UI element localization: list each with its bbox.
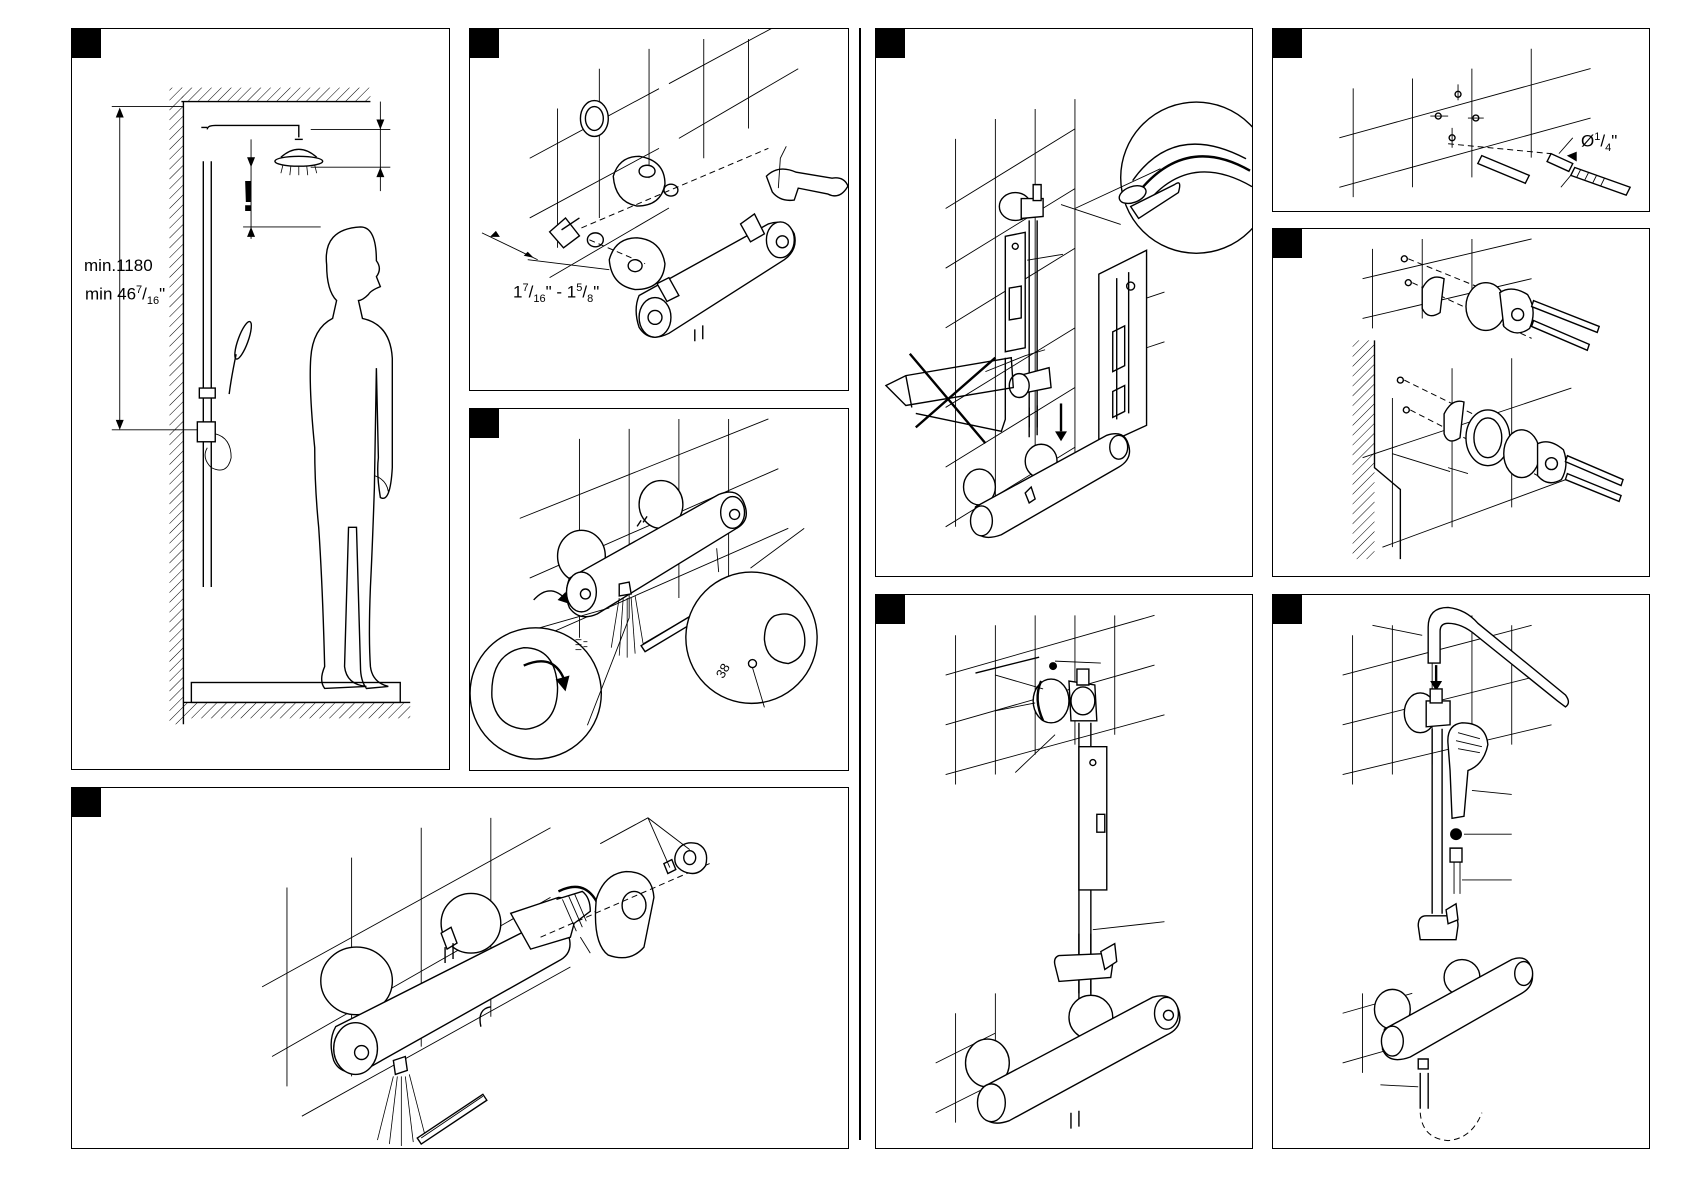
height-dimension-imperial: min 467/16" — [85, 280, 165, 311]
connection-spacing-dimension: 17/16" - 15/8" — [513, 278, 599, 309]
shower-height-diagram — [72, 29, 449, 769]
eccentric-fittings-diagram — [470, 29, 848, 390]
drilling-diagram — [1273, 29, 1649, 211]
temperature-adjust-diagram — [470, 409, 848, 770]
panel-final-assembly — [1272, 594, 1650, 1149]
panel-temperature-adjust: 38 — [469, 408, 849, 771]
wall-anchoring-diagram — [1273, 229, 1649, 576]
panel-wall-anchoring — [1272, 228, 1650, 577]
page-divider — [859, 28, 861, 1140]
height-dimension-metric: min.1180 — [84, 256, 153, 276]
panel-drilling: Ø1/4" — [1272, 28, 1650, 212]
final-assembly-diagram — [1273, 595, 1649, 1148]
handle-assembly-diagram — [72, 788, 848, 1148]
panel-installation-height: min.1180 min 467/16" ! — [71, 28, 450, 770]
panel-handle-assembly — [71, 787, 849, 1149]
rail-mounting-diagram — [876, 29, 1252, 576]
rail-bracket-diagram — [876, 595, 1252, 1148]
panel-rail-mounting — [875, 28, 1253, 577]
warning-mark: ! — [241, 175, 256, 219]
drill-size-label: Ø1/4" — [1581, 127, 1617, 158]
panel-eccentric-connections: 17/16" - 15/8" — [469, 28, 849, 391]
panel-rail-bracket — [875, 594, 1253, 1149]
